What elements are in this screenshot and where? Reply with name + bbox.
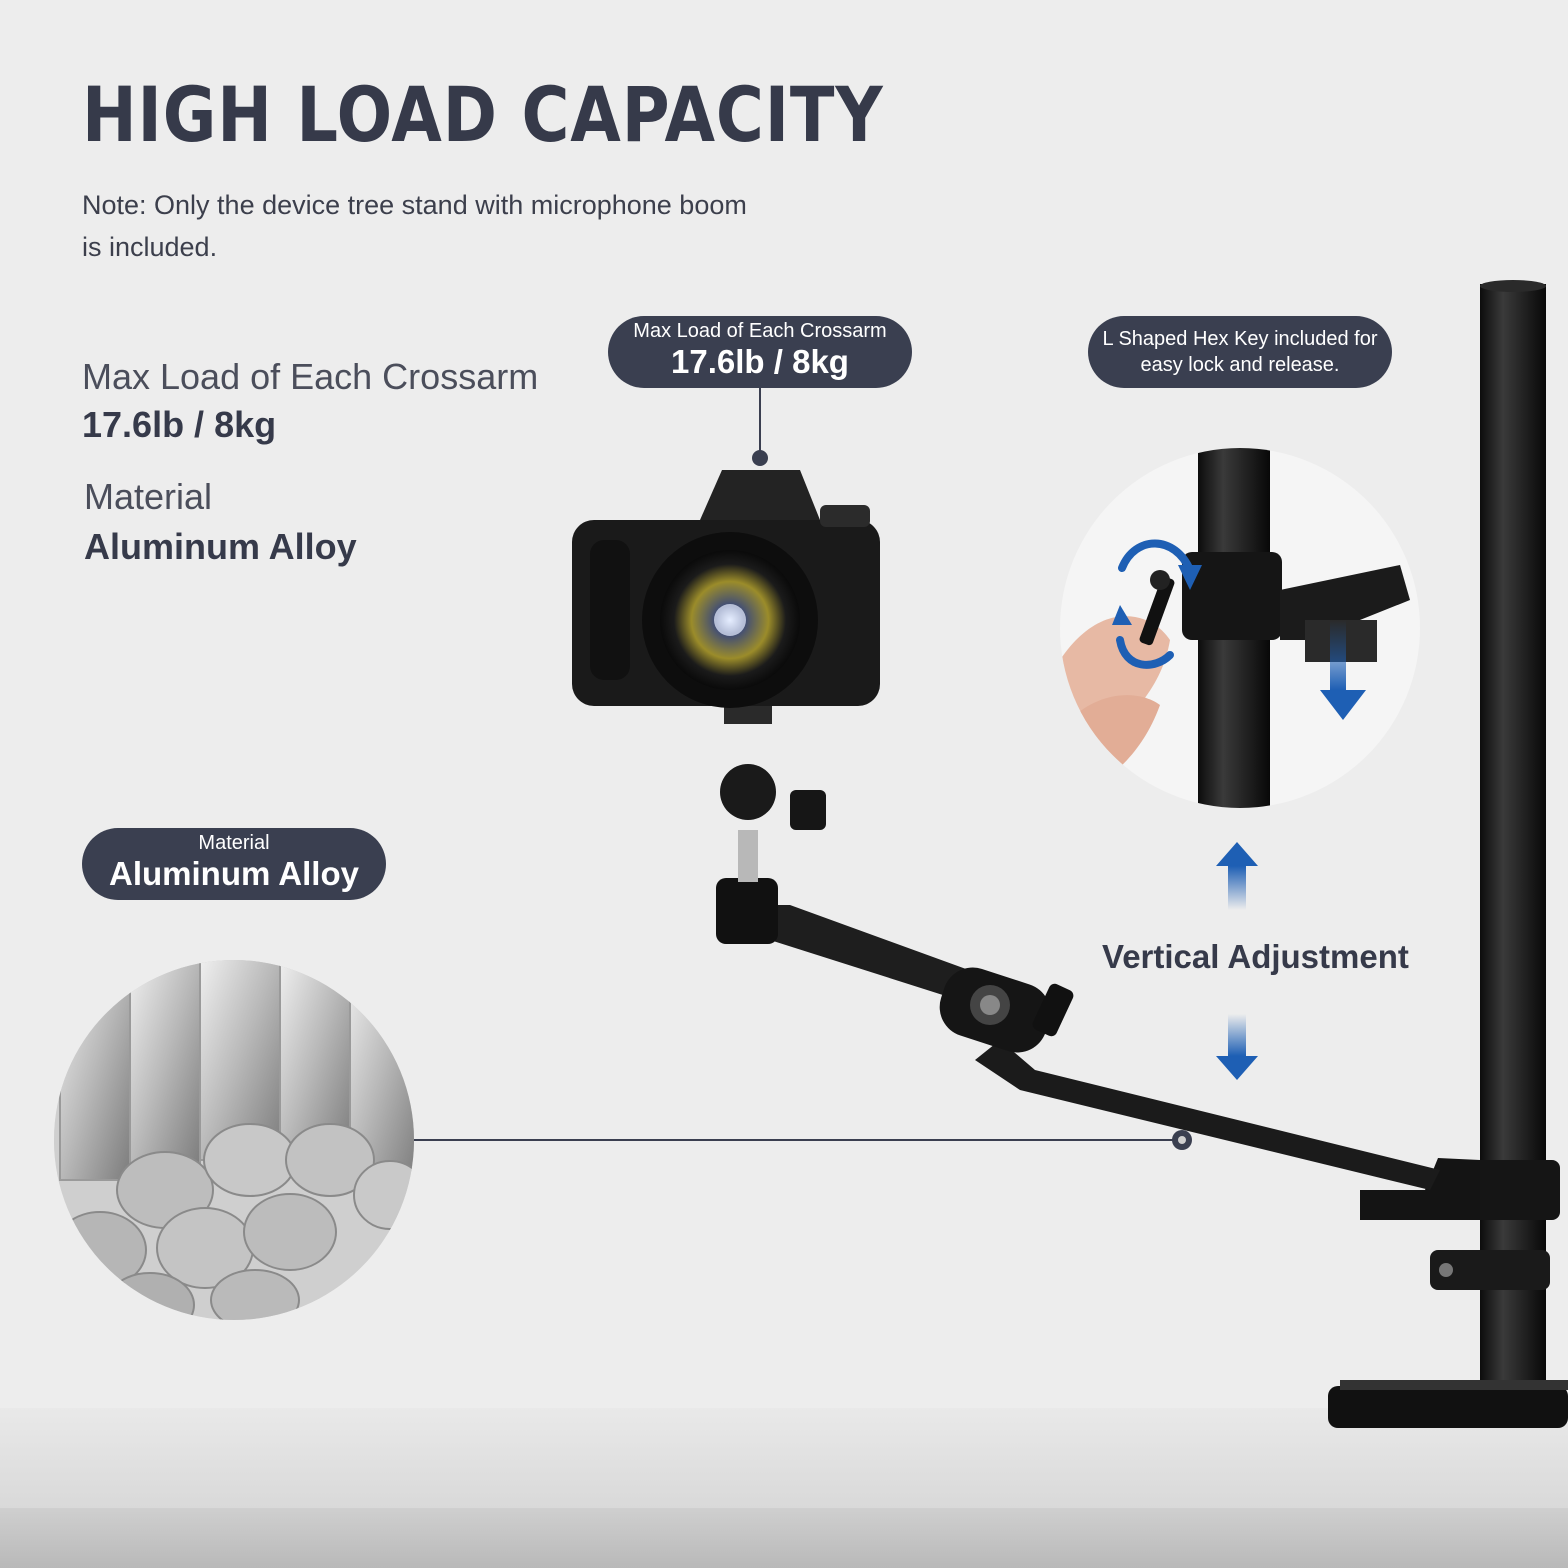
hex-key-callout-text: L Shaped Hex Key included for easy lock … [1102,328,1378,376]
material-callout: Material Aluminum Alloy [82,828,386,900]
spec-material-label: Material [84,476,213,517]
camera-icon [572,470,880,708]
arrow-down-icon [1320,620,1366,720]
arrow-up-icon [1216,842,1258,910]
note-text: Note: Only the device tree stand with mi… [82,190,747,262]
ball-head [716,706,826,944]
load-callout: Max Load of Each Crossarm 17.6lb / 8kg [608,316,912,388]
arrow-down-icon [1216,1014,1258,1080]
aluminum-rods-image [54,960,414,1320]
spec-load-value: 17.6lb / 8kg [82,404,277,445]
floor-edge [0,1508,1568,1568]
vertical-adjustment-label: Vertical Adjustment [1102,938,1409,975]
hex-key-detail-image [1060,448,1420,808]
load-callout-label: Max Load of Each Crossarm [633,320,887,342]
crossarm [760,905,1480,1220]
floor-surface [0,1408,1568,1508]
material-callout-label: Material [198,832,270,854]
stand-pole [1328,280,1568,1428]
load-leader-dot [752,450,768,466]
spec-load-label: Max Load of Each Crossarm [82,356,539,397]
load-callout-value: 17.6lb / 8kg [671,343,849,380]
material-callout-value: Aluminum Alloy [109,855,359,892]
rotate-arrow-icon [1116,539,1194,669]
hex-key-callout: L Shaped Hex Key included for easy lock … [1088,316,1392,388]
page-title: HIGH LOAD CAPACITY [82,70,884,159]
spec-material-value: Aluminum Alloy [84,526,357,567]
